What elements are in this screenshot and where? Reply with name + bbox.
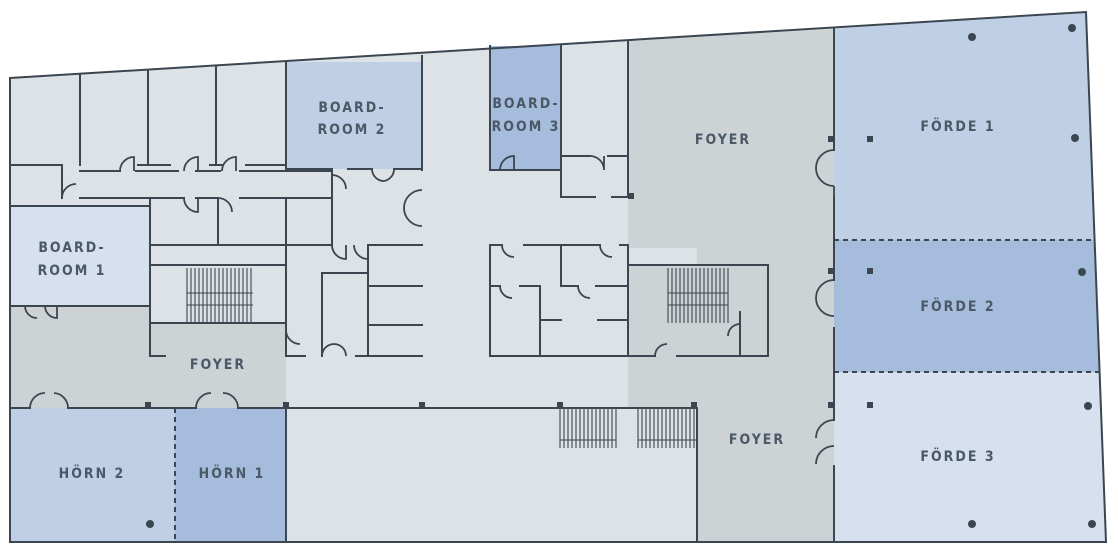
stairs: [186, 268, 729, 448]
room-hoern-1[interactable]: [175, 408, 286, 542]
doors: [24, 149, 835, 465]
label-foyer-top: FOYER: [695, 132, 751, 148]
label-boardroom-1-line2: ROOM 1: [38, 263, 107, 279]
label-boardroom-2-line1: BOARD-: [318, 100, 385, 116]
foyer-top-area: [628, 29, 834, 542]
label-boardroom-2-line2: ROOM 2: [318, 122, 387, 138]
room-foerde-2[interactable]: [834, 240, 1099, 372]
label-foyer-bottom: FOYER: [729, 432, 785, 448]
label-boardroom-1-line1: BOARD-: [38, 240, 105, 256]
movable-partitions: [174, 239, 1099, 542]
room-hoern-2[interactable]: [10, 408, 175, 542]
walls: [9, 10, 1108, 543]
room-boardroom-2[interactable]: [286, 62, 422, 169]
room-labels: BOARD- ROOM 2 BOARD- ROOM 3 BOARD- ROOM …: [38, 96, 995, 482]
room-foerde-1[interactable]: [834, 12, 1094, 240]
label-foerde-1: FÖRDE 1: [920, 117, 995, 135]
label-boardroom-3-line1: BOARD-: [492, 96, 559, 112]
foyer-left-area: [10, 306, 286, 408]
label-foerde-3: FÖRDE 3: [920, 447, 995, 465]
room-foerde-3[interactable]: [834, 372, 1106, 542]
fixture-points: [145, 24, 1096, 528]
label-boardroom-3-line2: ROOM 3: [492, 119, 561, 135]
room-boardroom-1[interactable]: [10, 206, 150, 306]
room-boardroom-3[interactable]: [490, 46, 561, 170]
label-hoern-2: HÖRN 2: [59, 464, 126, 482]
label-foyer-left: FOYER: [190, 357, 246, 373]
label-foerde-2: FÖRDE 2: [920, 297, 995, 315]
label-hoern-1: HÖRN 1: [199, 464, 266, 482]
